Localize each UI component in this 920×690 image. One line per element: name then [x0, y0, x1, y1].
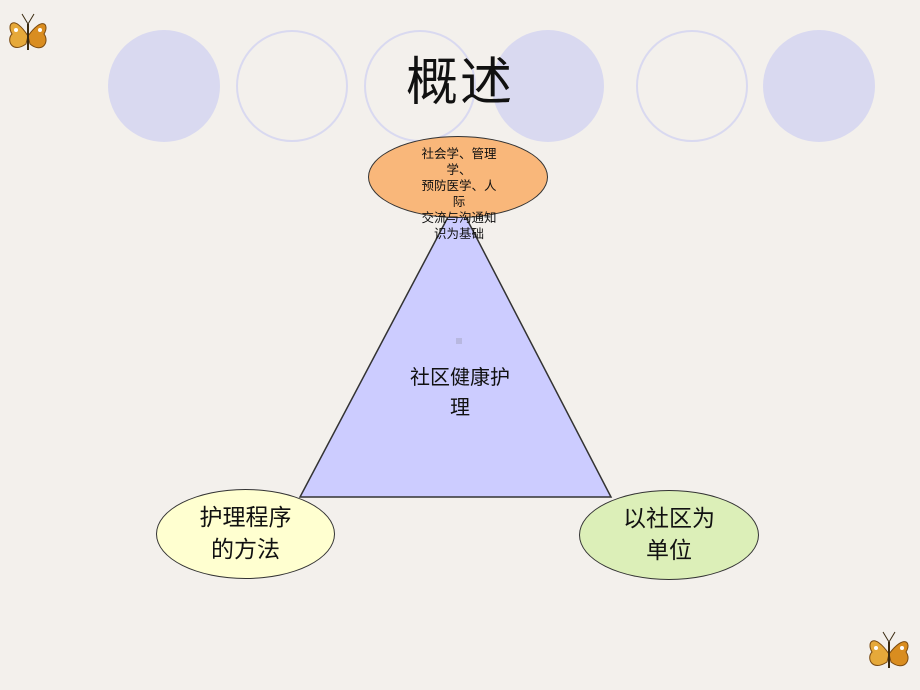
top-oval-line: 交流与沟通知: [421, 210, 497, 225]
center-label: 社区健康护 理: [390, 362, 530, 422]
left-oval-line: 的方法: [211, 537, 280, 563]
top-oval-line: 学、: [446, 162, 472, 177]
deco-circle-2: [236, 30, 348, 142]
right-oval-line: 单位: [646, 538, 692, 564]
deco-circle-1: [108, 30, 220, 142]
page-title: 概述: [405, 53, 514, 113]
deco-circle-6: [763, 30, 875, 142]
center-line: 社区健康护: [410, 365, 510, 389]
left-oval-line: 护理程序: [199, 505, 292, 531]
top-oval-text: 社会学、管理 学、 预防医学、人 际 交流与沟通知 识为基础: [398, 146, 520, 242]
butterfly-icon-top-left: [9, 13, 47, 50]
left-oval: 护理程序 的方法: [156, 489, 335, 579]
right-oval: 以社区为 单位: [579, 490, 759, 580]
butterfly-icon-bottom-right: [869, 631, 909, 668]
top-oval-line: 际: [452, 194, 466, 209]
top-oval: [368, 136, 548, 218]
deco-circle-5: [636, 30, 748, 142]
top-oval-line: 预防医学、人: [421, 178, 497, 193]
right-oval-line: 以社区为: [623, 506, 715, 532]
top-oval-line: 识为基础: [433, 226, 484, 241]
deco-circle-4: [492, 30, 604, 142]
center-line: 理: [450, 395, 470, 419]
top-oval-line: 社会学、管理: [421, 146, 497, 161]
